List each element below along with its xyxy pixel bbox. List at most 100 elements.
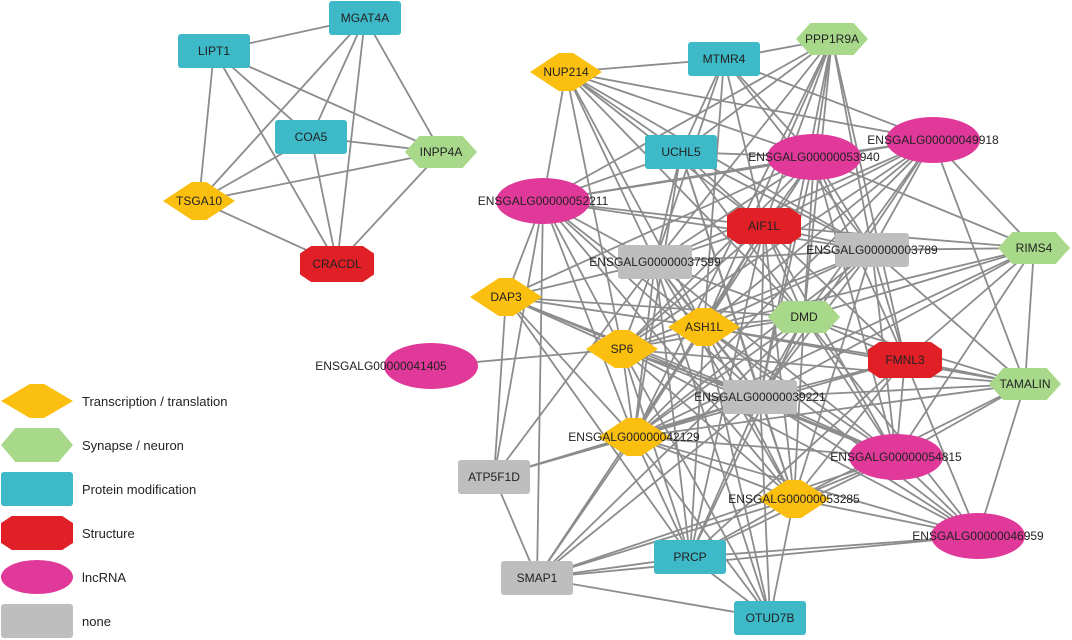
node-label-cracdl: CRACDL (312, 257, 362, 271)
node-e53940: ENSGALG00000053940 (748, 134, 880, 180)
node-shape-ppp1r9a (796, 23, 868, 55)
node-smap1: SMAP1 (501, 561, 573, 595)
legend-swatch-protein (1, 472, 73, 506)
node-aif1l: AIF1L (727, 208, 801, 244)
node-shape-lipt1 (178, 34, 250, 68)
edge-mtmr4-aif1l (723, 58, 765, 227)
node-shape-e53940 (767, 134, 861, 180)
legend-label-transcription: Transcription / translation (82, 394, 227, 409)
edge-aif1l-e54815 (763, 225, 897, 458)
node-e52211: ENSGALG00000052211 (478, 178, 609, 224)
edge-e03789-fmnl3 (871, 249, 906, 361)
legend-label-synapse: Synapse / neuron (82, 438, 184, 453)
node-shape-e42129 (598, 418, 670, 456)
edge-dmd-e53285 (793, 316, 805, 500)
edge-ppp1r9a-e37599 (654, 38, 833, 263)
edge-inpp4a-tsga10 (198, 151, 442, 202)
node-prcp: PRCP (654, 540, 726, 574)
edge-dap3-dmd (505, 296, 805, 318)
edge-nup214-dmd (565, 71, 805, 318)
edge-e49918-ash1l (703, 139, 934, 328)
node-label-atp5f1d: ATP5F1D (468, 470, 520, 484)
edge-e49918-e37599 (654, 139, 934, 263)
node-label-tamalin: TAMALIN (999, 377, 1050, 391)
edge-rims4-e39221 (759, 247, 1035, 398)
edge-e39221-smap1 (536, 396, 761, 579)
edge-fmnl3-prcp (689, 359, 906, 558)
node-e53285: ENSGALG00000053285 (728, 480, 860, 518)
node-fmnl3: FMNL3 (868, 342, 942, 378)
edge-nup214-sp6 (565, 71, 623, 350)
node-cracdl: CRACDL (300, 246, 374, 282)
edge-smap1-otud7b (536, 577, 771, 619)
node-label-e03789: ENSGALG00000003789 (806, 243, 938, 257)
node-label-tsga10: TSGA10 (176, 194, 222, 208)
node-shape-dmd (768, 301, 840, 333)
node-shape-sp6 (586, 330, 658, 368)
node-atp5f1d: ATP5F1D (458, 460, 530, 494)
node-shape-e41405 (384, 343, 478, 389)
edge-lipt1-tsga10 (198, 50, 215, 202)
node-label-ppp1r9a: PPP1R9A (805, 32, 859, 46)
edge-e52211-smap1 (536, 200, 544, 579)
edge-dap3-e42129 (505, 296, 635, 438)
legend-item-synapse: Synapse / neuron (1, 428, 184, 462)
node-otud7b: OTUD7B (734, 601, 806, 635)
node-label-mtmr4: MTMR4 (703, 52, 746, 66)
node-shape-e52211 (496, 178, 590, 224)
node-e41405: ENSGALG00000041405 (315, 343, 478, 389)
edge-nup214-e03789 (565, 71, 873, 251)
legend-item-transcription: Transcription / translation (1, 384, 227, 418)
edge-mtmr4-ash1l (703, 58, 725, 328)
edge-uchl5-e42129 (633, 151, 682, 438)
edge-ppp1r9a-uchl5 (680, 38, 833, 153)
node-tamalin: TAMALIN (989, 368, 1061, 400)
node-dap3: DAP3 (470, 278, 542, 316)
edge-e52211-atp5f1d (493, 200, 544, 478)
node-shape-tamalin (989, 368, 1061, 400)
node-label-uchl5: UCHL5 (661, 145, 701, 159)
node-shape-coa5 (275, 120, 347, 154)
node-shape-cracdl (300, 246, 374, 282)
edge-nup214-ash1l (565, 71, 705, 328)
edge-uchl5-e37599 (654, 151, 682, 263)
legend-item-structure: Structure (1, 516, 135, 550)
edge-e53940-sp6 (621, 156, 815, 350)
node-ash1l: ASH1L (668, 308, 740, 346)
edge-e53940-dap3 (505, 156, 815, 298)
legend-label-lncrna: lncRNA (82, 570, 126, 585)
node-label-inpp4a: INPP4A (420, 145, 463, 159)
node-e54815: ENSGALG00000054815 (830, 434, 962, 480)
node-label-lipt1: LIPT1 (198, 44, 230, 58)
edge-dap3-atp5f1d (493, 296, 507, 478)
node-sp6: SP6 (586, 330, 658, 368)
node-label-e42129: ENSGALG00000042129 (568, 430, 700, 444)
node-shape-otud7b (734, 601, 806, 635)
node-mgat4a: MGAT4A (329, 1, 401, 35)
node-label-otud7b: OTUD7B (746, 611, 795, 625)
node-label-nup214: NUP214 (543, 65, 589, 79)
node-label-rims4: RIMS4 (1016, 241, 1053, 255)
legend-label-protein: Protein modification (82, 482, 196, 497)
node-e42129: ENSGALG00000042129 (568, 418, 700, 456)
node-label-e53285: ENSGALG00000053285 (728, 492, 860, 506)
edge-sp6-prcp (621, 348, 691, 558)
edge-e42129-smap1 (536, 436, 635, 579)
node-label-e41405: ENSGALG00000041405 (315, 359, 447, 373)
node-shape-atp5f1d (458, 460, 530, 494)
node-shape-e39221 (723, 380, 797, 414)
edge-e53940-rims4 (813, 156, 1035, 249)
node-shape-e54815 (849, 434, 943, 480)
edge-e39221-prcp (689, 396, 761, 558)
node-label-e37599: ENSGALG00000037599 (589, 255, 721, 269)
edge-e53285-otud7b (769, 498, 795, 619)
legend-label-none: none (82, 614, 111, 629)
edge-ppp1r9a-fmnl3 (831, 38, 906, 361)
node-shape-e03789 (835, 233, 909, 267)
edge-mgat4a-inpp4a (364, 17, 442, 153)
edge-e49918-e52211 (542, 139, 934, 202)
node-shape-tsga10 (163, 182, 235, 220)
legend-swatch-synapse (1, 428, 73, 462)
edge-e49918-e39221 (759, 139, 934, 398)
